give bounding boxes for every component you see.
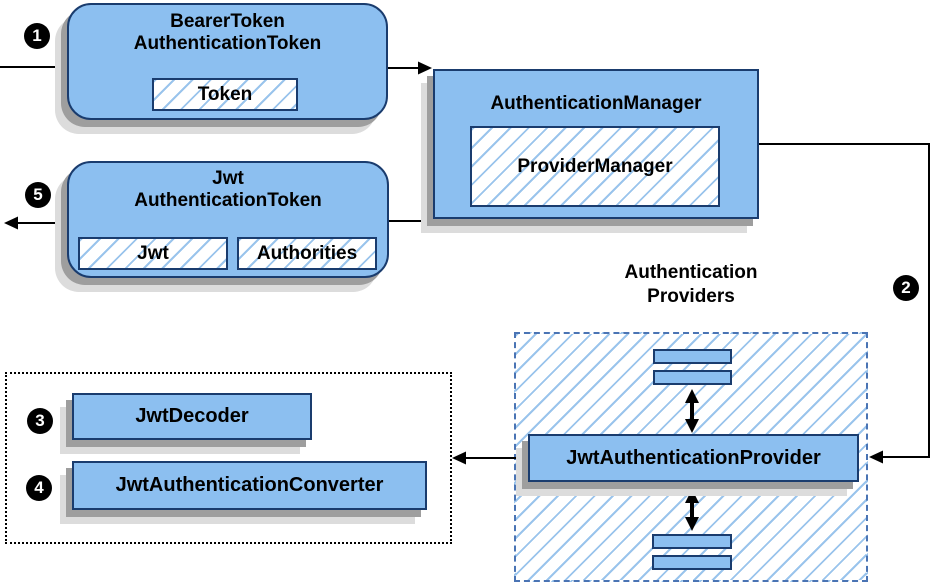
token-field-box: Token xyxy=(152,78,298,111)
step-1-number: 1 xyxy=(32,26,42,45)
jwt-field-box: Jwt xyxy=(78,237,228,270)
arrow-to-decoder-group-head xyxy=(452,451,466,465)
step-3-badge: 3 xyxy=(27,408,53,434)
provider-placeholder-bar-3 xyxy=(652,534,732,549)
step-5-badge: 5 xyxy=(25,182,51,208)
step-1-badge: 1 xyxy=(24,23,50,49)
jwt-authentication-provider-label: JwtAuthenticationProvider xyxy=(566,446,821,469)
jwt-authentication-converter-label: JwtAuthenticationConverter xyxy=(115,474,384,496)
step-3-number: 3 xyxy=(35,411,45,430)
arrow-result-out-head xyxy=(4,216,18,230)
node-bearer-token-authentication-token: BearerToken AuthenticationToken Token xyxy=(67,3,388,120)
step-2-number: 2 xyxy=(901,278,911,297)
arrow-to-authentication-manager-head xyxy=(418,61,432,75)
node-authentication-manager: AuthenticationManager ProviderManager xyxy=(433,69,759,219)
jwt-field-label: Jwt xyxy=(137,242,169,264)
arrow-to-provider-head xyxy=(869,450,883,464)
token-field-label: Token xyxy=(197,83,253,105)
provider-placeholder-bar-4 xyxy=(652,555,732,570)
jwt-token-title-line1: Jwt xyxy=(212,168,244,189)
step-4-badge: 4 xyxy=(26,475,52,501)
jwt-decoder-label: JwtDecoder xyxy=(135,405,249,427)
node-jwt-decoder: JwtDecoder xyxy=(72,393,312,440)
node-jwt-authentication-converter: JwtAuthenticationConverter xyxy=(72,461,427,510)
authorities-field-box: Authorities xyxy=(237,237,377,270)
provider-placeholder-bar-2 xyxy=(653,370,732,385)
bearer-token-title-line1: BearerToken xyxy=(170,11,285,32)
provider-placeholder-bar-1 xyxy=(653,349,732,364)
node-jwt-authentication-token: Jwt AuthenticationToken Jwt Authorities xyxy=(67,161,389,278)
step-2-badge: 2 xyxy=(893,275,919,301)
provider-manager-box: ProviderManager xyxy=(470,126,720,207)
step-4-number: 4 xyxy=(34,478,44,497)
bearer-token-title-line2: AuthenticationToken xyxy=(133,33,322,54)
authorities-field-label: Authorities xyxy=(256,242,358,264)
node-jwt-authentication-provider: JwtAuthenticationProvider xyxy=(528,434,859,482)
authentication-providers-label: Authentication Providers xyxy=(514,261,868,309)
providers-label-line2: Providers xyxy=(647,286,735,307)
authentication-manager-title: AuthenticationManager xyxy=(490,93,702,114)
step-5-number: 5 xyxy=(33,185,43,204)
providers-label-line1: Authentication xyxy=(624,262,758,283)
provider-manager-label: ProviderManager xyxy=(517,155,673,177)
jwt-token-title-line2: AuthenticationToken xyxy=(134,190,322,211)
